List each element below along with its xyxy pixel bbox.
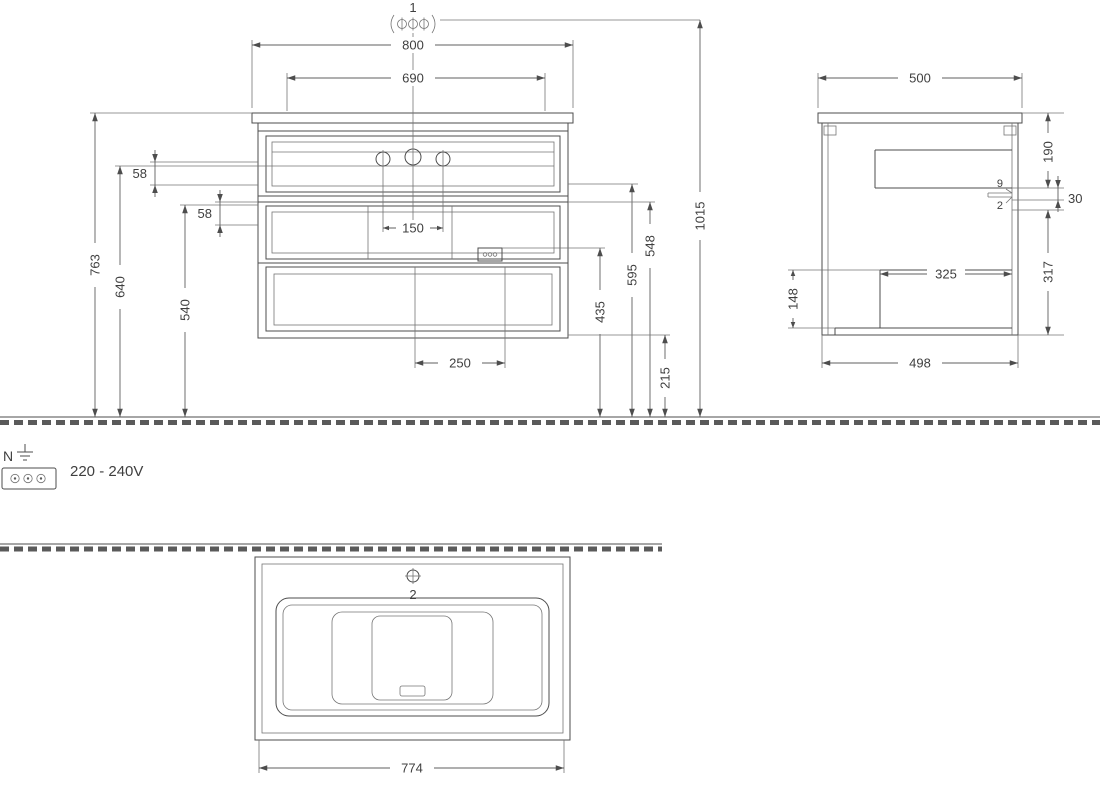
- dim-548-label: 548: [643, 235, 658, 257]
- basin-bowl: [331, 611, 494, 705]
- dim-9-2: 9 2: [997, 178, 1013, 212]
- dim-800-label: 800: [402, 38, 424, 53]
- dim-500: 500: [817, 70, 1023, 108]
- dim-150: 150: [382, 150, 444, 236]
- mount-bracket-left: [823, 125, 837, 136]
- drain: [399, 685, 426, 697]
- paren-right-icon: [431, 14, 436, 34]
- dim-317: 317: [1012, 209, 1064, 336]
- dim-763: 763: [87, 112, 252, 417]
- socket-symbol-icon: [1, 467, 57, 490]
- dim-1015: 1015: [440, 19, 708, 417]
- mount-bracket-right: [1003, 125, 1017, 136]
- neutral-label: N: [3, 448, 13, 464]
- dim-148: 148: [785, 269, 880, 329]
- dim-1015-label: 1015: [693, 202, 708, 231]
- dim-325-label: 325: [935, 267, 957, 282]
- dim-548: 548: [568, 201, 658, 417]
- dim-774: 774: [258, 740, 565, 776]
- dim-58-top: 58: [133, 150, 258, 197]
- dim-325: 325: [880, 266, 1012, 282]
- dim-435-label: 435: [593, 301, 608, 323]
- dim-190-label: 190: [1041, 141, 1056, 163]
- dim-9-label: 9: [997, 178, 1003, 190]
- dim-540: 540: [177, 204, 258, 417]
- dim-498-label: 498: [909, 356, 931, 371]
- dim-500-label: 500: [909, 71, 931, 86]
- dim-190: 190: [1012, 112, 1064, 189]
- dim-30: 30: [1012, 176, 1082, 212]
- dim-250: 250: [414, 331, 506, 371]
- dim-250-label: 250: [449, 356, 471, 371]
- dim-435: 435: [502, 247, 608, 417]
- callout-basin-tap-hole: 2: [405, 568, 421, 602]
- dim-150-label: 150: [402, 221, 424, 236]
- dim-317-label: 317: [1041, 261, 1056, 283]
- callout-2-label: 2: [409, 587, 416, 602]
- ground-symbol-icon: [17, 444, 33, 461]
- basin-outline: [275, 597, 550, 717]
- dim-58-bottom-label: 58: [198, 206, 212, 221]
- paren-left-icon: [390, 14, 395, 34]
- wall-line-plan: [0, 543, 662, 552]
- dim-215: 215: [568, 334, 673, 417]
- dim-690-label: 690: [402, 71, 424, 86]
- socket-box: [477, 247, 503, 262]
- electrical-connection: N 220 - 240V: [1, 444, 143, 490]
- dim-215-label: 215: [658, 367, 673, 389]
- dim-30-label: 30: [1068, 191, 1082, 206]
- dim-2-label: 2: [997, 200, 1003, 212]
- dim-58-bottom: 58: [198, 190, 258, 237]
- dim-640: 640: [112, 165, 272, 417]
- plan-view-cabinet: [254, 556, 571, 741]
- floor-line: [0, 416, 1100, 425]
- dim-498: 498: [821, 335, 1019, 371]
- dim-763-label: 763: [88, 254, 103, 276]
- dim-540-label: 540: [178, 299, 193, 321]
- dim-595: 595: [568, 183, 640, 417]
- dim-595-label: 595: [625, 264, 640, 286]
- voltage-label: 220 - 240V: [70, 463, 143, 480]
- callout-1-label: 1: [409, 0, 416, 15]
- callout-tap-holes: 1: [390, 0, 436, 232]
- dim-690: 690: [286, 70, 546, 111]
- dim-640-label: 640: [113, 276, 128, 298]
- side-view-cabinet: [817, 112, 1023, 336]
- dim-800: 800: [251, 37, 574, 108]
- dim-58-top-label: 58: [133, 166, 147, 181]
- dim-774-label: 774: [401, 761, 423, 776]
- dim-148-label: 148: [786, 288, 801, 310]
